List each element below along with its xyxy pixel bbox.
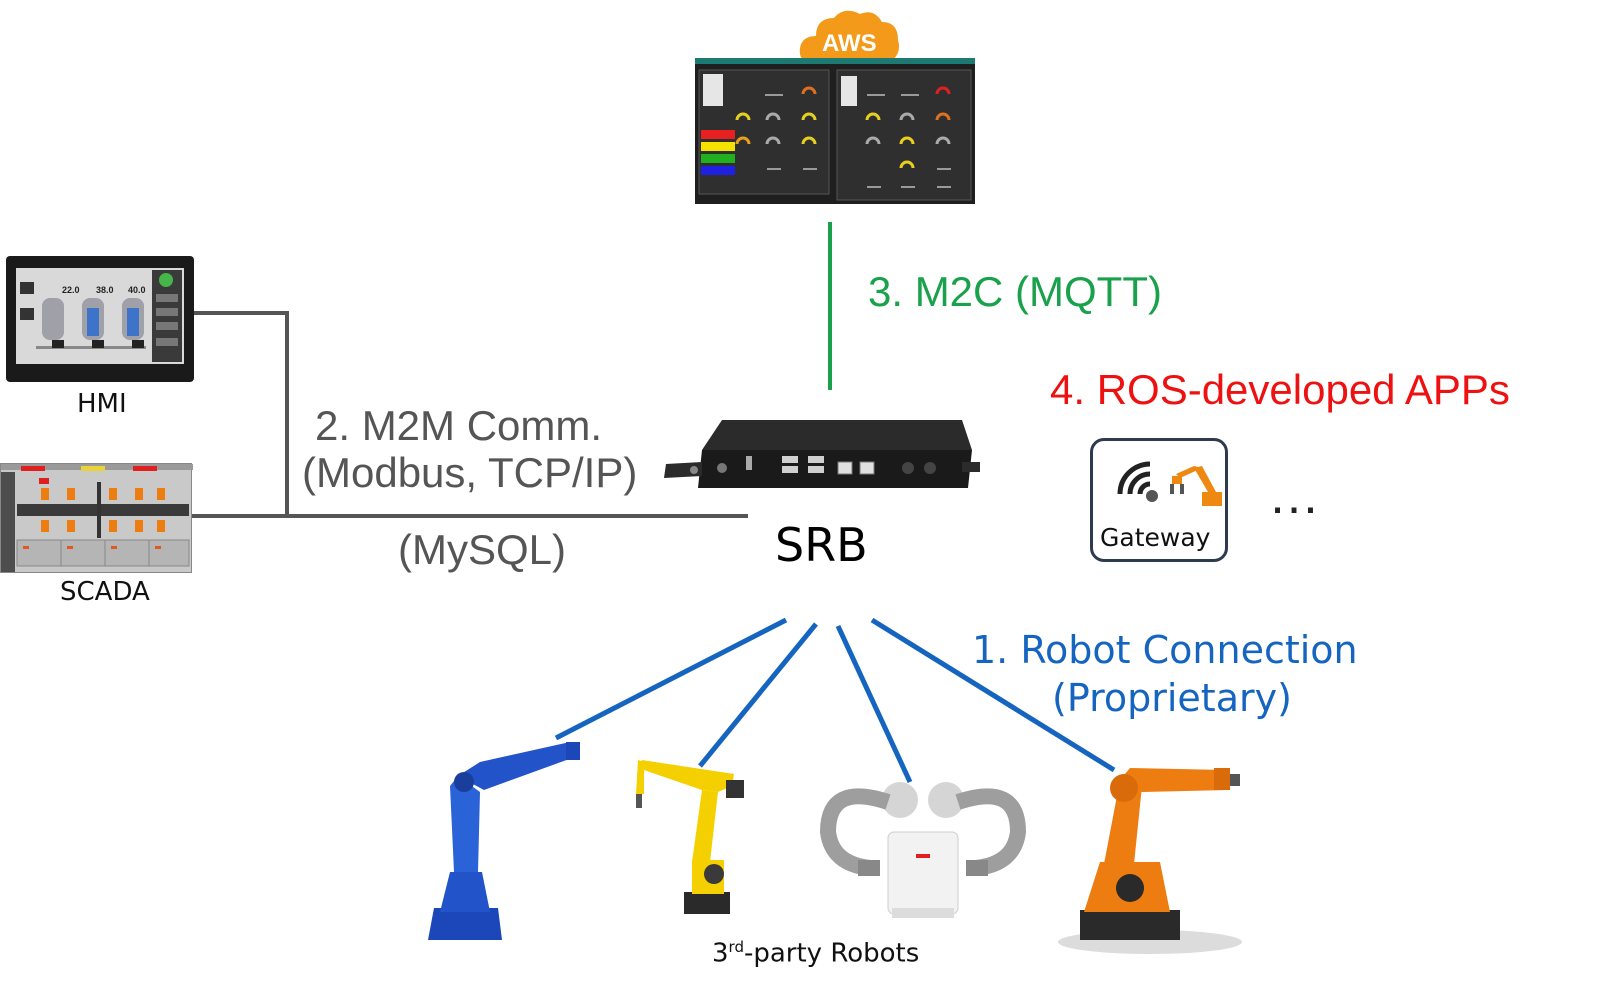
scada-label: SCADA	[60, 577, 150, 607]
robot-link-line-2	[698, 622, 818, 768]
robot-connection-title: 1. Robot Connection	[972, 628, 1358, 672]
robot-connection-protocol: (Proprietary)	[1052, 676, 1292, 720]
robots-label-sup: rd	[728, 938, 744, 956]
hmi-readout-3: 40.0	[128, 285, 146, 295]
aws-dashboard-screenshot	[695, 58, 975, 204]
aws-cloud-icon	[799, 10, 899, 62]
robot-link-line-3	[835, 624, 913, 784]
robot-arm-icon	[1170, 466, 1222, 506]
aws-dashboard-graphic	[695, 64, 975, 204]
robot-link-line-4	[870, 617, 1116, 773]
hmi-readout-2: 38.0	[96, 285, 114, 295]
aws-label: AWS	[822, 30, 877, 57]
abb-yumi-robot	[819, 782, 1027, 918]
robots-label-suffix: -party Robots	[743, 938, 920, 969]
hmi-label: HMI	[77, 389, 127, 419]
ros-apps-label: 4. ROS-developed APPs	[1050, 366, 1510, 413]
m2c-label: 3. M2C (MQTT)	[868, 268, 1162, 315]
yaskawa-robot	[428, 742, 580, 940]
hmi-link-line	[194, 311, 289, 516]
third-party-robots-label: 3rd-party Robots	[712, 938, 919, 969]
m2m-title: 2. M2M Comm.	[315, 402, 603, 449]
more-apps-ellipsis: …	[1268, 467, 1320, 525]
srb-label: SRB	[775, 518, 868, 572]
scada-device	[0, 463, 193, 573]
robot-link-line-1	[554, 617, 788, 741]
hmi-screen-graphic	[16, 268, 184, 364]
gateway-label: Gateway	[1100, 523, 1211, 552]
scada-screen-graphic	[1, 464, 193, 572]
srb-device	[664, 420, 980, 488]
hmi-screen	[16, 268, 184, 364]
mysql-label: (MySQL)	[398, 526, 566, 573]
fanuc-robot	[636, 760, 744, 914]
kuka-robot	[1058, 768, 1242, 954]
wifi-signal-icon	[1117, 461, 1158, 502]
hmi-readout-1: 22.0	[62, 285, 80, 295]
robots-label-prefix: 3	[712, 938, 729, 969]
m2m-protocols: (Modbus, TCP/IP)	[302, 449, 638, 496]
